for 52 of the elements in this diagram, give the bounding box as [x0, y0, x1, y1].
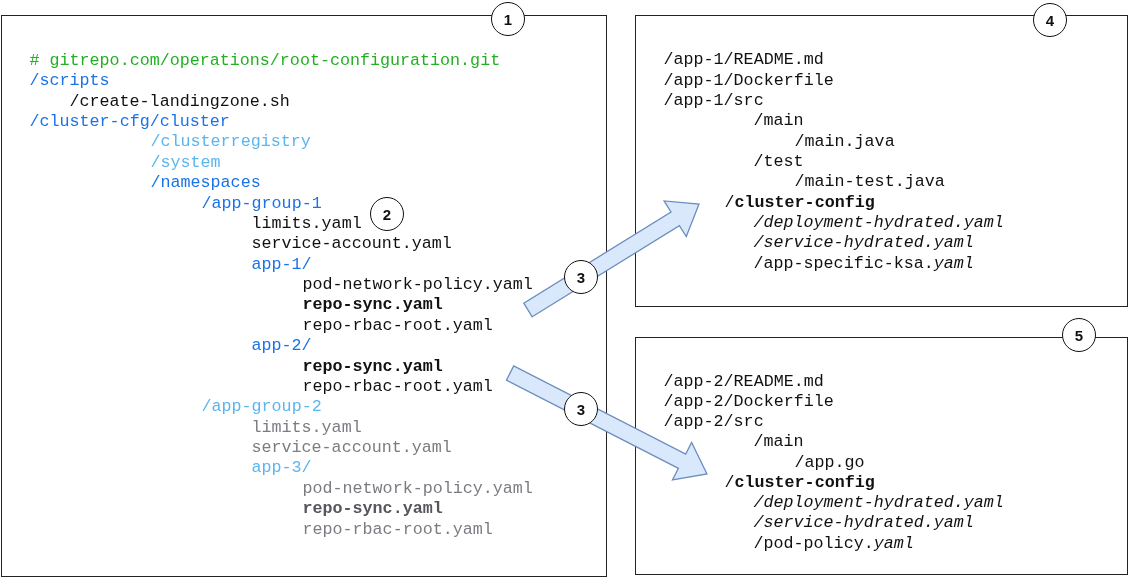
- file-name: /app-1/README.md: [663, 50, 824, 71]
- folder-name: /clusterregistry: [150, 132, 311, 153]
- callout-number: 4: [1033, 3, 1067, 37]
- callout-number: 3: [563, 392, 598, 427]
- comment-line: # gitrepo.com/operations/root-configuration.git: [29, 51, 501, 71]
- file-name: /app-1/Dockerfile: [663, 70, 834, 91]
- folder-name: /cluster-config: [724, 192, 875, 213]
- file-name: pod-network-policy.yaml: [302, 275, 533, 296]
- folder-name: /test: [753, 151, 804, 172]
- file-name: /pod-policy.yaml: [753, 533, 914, 554]
- folder-name: /app-2/src: [663, 412, 764, 432]
- file-name: /service-hydrated.yaml: [753, 233, 974, 254]
- file-name: /deployment-hydrated.yaml: [753, 212, 1004, 233]
- file-name: /main-test.java: [794, 172, 945, 193]
- file-name: /app-2/Dockerfile: [663, 391, 834, 412]
- callout-number: 1: [491, 2, 525, 36]
- folder-name: /app-1/src: [663, 90, 764, 111]
- file-name: repo-rbac-root.yaml: [302, 519, 493, 540]
- file-name: repo-rbac-root.yaml: [302, 315, 493, 336]
- file-name: /service-hydrated.yaml: [753, 513, 974, 534]
- callout-number: 3: [564, 260, 598, 295]
- file-name: limits.yaml: [251, 417, 362, 438]
- folder-name: /cluster-config: [724, 472, 875, 493]
- file-name: repo-sync.yaml: [302, 499, 443, 520]
- callout-number: 5: [1062, 318, 1096, 352]
- folder-name: app-2/: [251, 336, 312, 357]
- folder-name: /main: [753, 432, 804, 453]
- file-name: service-account.yaml: [251, 234, 452, 255]
- folder-name: /app-group-1: [201, 193, 322, 214]
- folder-name: /app-group-2: [201, 397, 322, 418]
- file-name: /main.java: [794, 131, 895, 152]
- file-name: /app-specific-ksa.yaml: [753, 253, 974, 274]
- file-name: pod-network-policy.yaml: [302, 478, 533, 499]
- folder-name: /scripts: [29, 71, 110, 92]
- repository-panel: [635, 15, 1128, 307]
- folder-name: /namespaces: [150, 173, 261, 194]
- file-name: /app.go: [794, 452, 865, 473]
- file-name: /deployment-hydrated.yaml: [753, 493, 1004, 513]
- callout-number: 2: [370, 197, 404, 231]
- file-name: repo-rbac-root.yaml: [302, 376, 493, 397]
- folder-name: /cluster-cfg/cluster: [29, 112, 230, 133]
- repository-panel: [1, 15, 607, 577]
- file-name: service-account.yaml: [251, 438, 452, 458]
- file-name: /app-2/README.md: [663, 371, 824, 392]
- file-name: repo-sync.yaml: [302, 295, 443, 316]
- folder-name: app-1/: [251, 254, 312, 275]
- folder-name: /main: [753, 111, 804, 132]
- file-name: limits.yaml: [251, 213, 362, 234]
- file-name: repo-sync.yaml: [302, 356, 443, 377]
- folder-name: app-3/: [251, 458, 312, 479]
- folder-name: /system: [150, 152, 221, 173]
- file-name: /create-landingzone.sh: [69, 91, 290, 112]
